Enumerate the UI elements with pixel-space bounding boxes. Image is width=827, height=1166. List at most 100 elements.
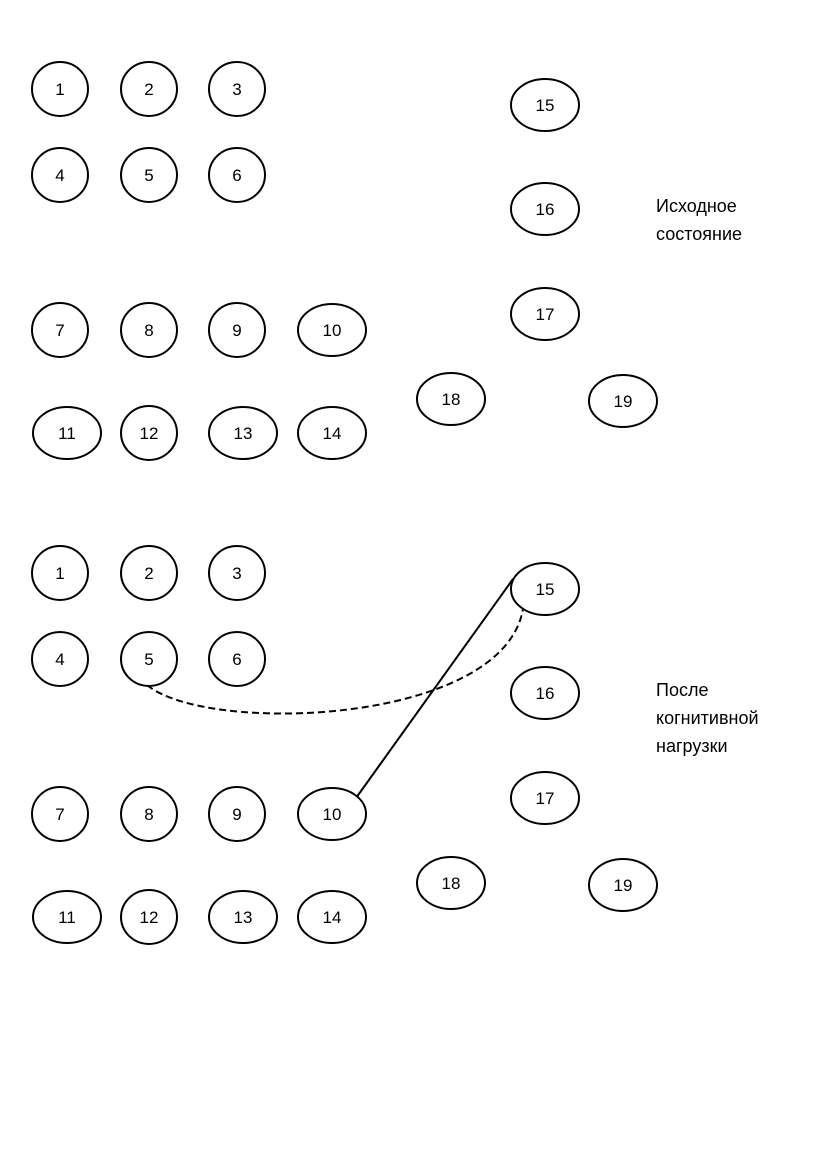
node-shape: [510, 287, 580, 341]
node-shape: [297, 406, 367, 460]
node-label: 13: [234, 908, 253, 927]
node-shape: [297, 303, 367, 357]
node-shape: [510, 771, 580, 825]
caption-line: После: [656, 680, 708, 700]
node-shape: [120, 61, 178, 117]
node-label: 4: [55, 166, 64, 185]
node-label: 8: [144, 805, 153, 824]
node-shape: [208, 890, 278, 944]
node-8: 8: [120, 302, 178, 358]
node-15: 15: [510, 562, 580, 616]
node-label: 9: [232, 321, 241, 340]
node-shape: [297, 787, 367, 841]
node-shape: [120, 545, 178, 601]
caption-line: Исходное: [656, 196, 737, 216]
node-shape: [120, 889, 178, 945]
node-11: 11: [32, 890, 102, 944]
node-shape: [510, 182, 580, 236]
node-shape: [588, 858, 658, 912]
node-label: 17: [536, 789, 555, 808]
node-label: 15: [536, 580, 555, 599]
caption-line: нагрузки: [656, 736, 728, 756]
node-shape: [32, 406, 102, 460]
node-shape: [208, 631, 266, 687]
node-label: 3: [232, 564, 241, 583]
node-shape: [208, 545, 266, 601]
node-14: 14: [297, 890, 367, 944]
node-label: 14: [323, 908, 342, 927]
node-shape: [208, 302, 266, 358]
node-label: 7: [55, 321, 64, 340]
node-shape: [510, 666, 580, 720]
node-label: 12: [140, 424, 159, 443]
node-shape: [32, 890, 102, 944]
node-7: 7: [31, 302, 89, 358]
caption-line: состояние: [656, 224, 742, 244]
node-label: 16: [536, 684, 555, 703]
node-7: 7: [31, 786, 89, 842]
node-label: 2: [144, 80, 153, 99]
node-9: 9: [208, 302, 266, 358]
node-shape: [120, 147, 178, 203]
node-shape: [120, 631, 178, 687]
node-label: 2: [144, 564, 153, 583]
node-11: 11: [32, 406, 102, 460]
caption-line: когнитивной: [656, 708, 759, 728]
node-label: 12: [140, 908, 159, 927]
node-shape: [120, 405, 178, 461]
node-4: 4: [31, 631, 89, 687]
node-5: 5: [120, 631, 178, 687]
node-16: 16: [510, 666, 580, 720]
node-18: 18: [416, 856, 486, 910]
node-shape: [31, 545, 89, 601]
node-label: 6: [232, 650, 241, 669]
node-1: 1: [31, 61, 89, 117]
node-label: 10: [323, 805, 342, 824]
node-15: 15: [510, 78, 580, 132]
node-12: 12: [120, 405, 178, 461]
node-13: 13: [208, 406, 278, 460]
node-10: 10: [297, 787, 367, 841]
node-label: 10: [323, 321, 342, 340]
node-label: 16: [536, 200, 555, 219]
node-label: 5: [144, 650, 153, 669]
link-10-15-solid: [355, 578, 514, 799]
node-label: 17: [536, 305, 555, 324]
node-label: 8: [144, 321, 153, 340]
node-shape: [208, 406, 278, 460]
node-13: 13: [208, 890, 278, 944]
node-label: 11: [58, 424, 76, 443]
node-6: 6: [208, 147, 266, 203]
node-14: 14: [297, 406, 367, 460]
node-label: 18: [442, 874, 461, 893]
node-4: 4: [31, 147, 89, 203]
node-shape: [208, 61, 266, 117]
node-1: 1: [31, 545, 89, 601]
node-shape: [31, 786, 89, 842]
node-shape: [31, 147, 89, 203]
node-6: 6: [208, 631, 266, 687]
node-shape: [208, 786, 266, 842]
node-label: 1: [55, 564, 64, 583]
node-label: 11: [58, 908, 76, 927]
node-17: 17: [510, 287, 580, 341]
node-19: 19: [588, 858, 658, 912]
node-shape: [588, 374, 658, 428]
node-shape: [31, 61, 89, 117]
node-label: 4: [55, 650, 64, 669]
node-label: 1: [55, 80, 64, 99]
node-9: 9: [208, 786, 266, 842]
node-shape: [31, 631, 89, 687]
node-label: 3: [232, 80, 241, 99]
node-19: 19: [588, 374, 658, 428]
node-5: 5: [120, 147, 178, 203]
node-16: 16: [510, 182, 580, 236]
node-label: 19: [614, 876, 633, 895]
node-2: 2: [120, 61, 178, 117]
node-shape: [510, 78, 580, 132]
link-5-15-dashed: [146, 608, 524, 715]
node-label: 5: [144, 166, 153, 185]
